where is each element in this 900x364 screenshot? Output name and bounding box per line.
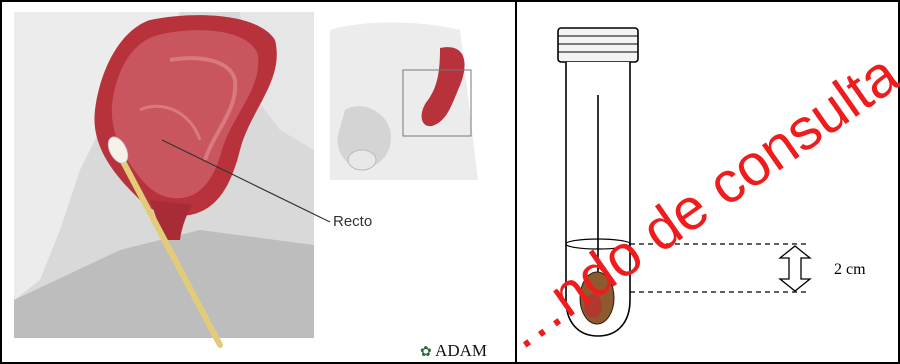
anatomy-inset: [330, 23, 478, 181]
label-recto: Recto: [333, 213, 372, 230]
tube-cap: [558, 28, 638, 62]
measure-label: 2 cm: [834, 261, 866, 278]
inset-buttock: [348, 150, 376, 170]
adam-logo-mark: ✿: [420, 345, 432, 360]
adam-logo-text: ADAM: [435, 341, 487, 360]
